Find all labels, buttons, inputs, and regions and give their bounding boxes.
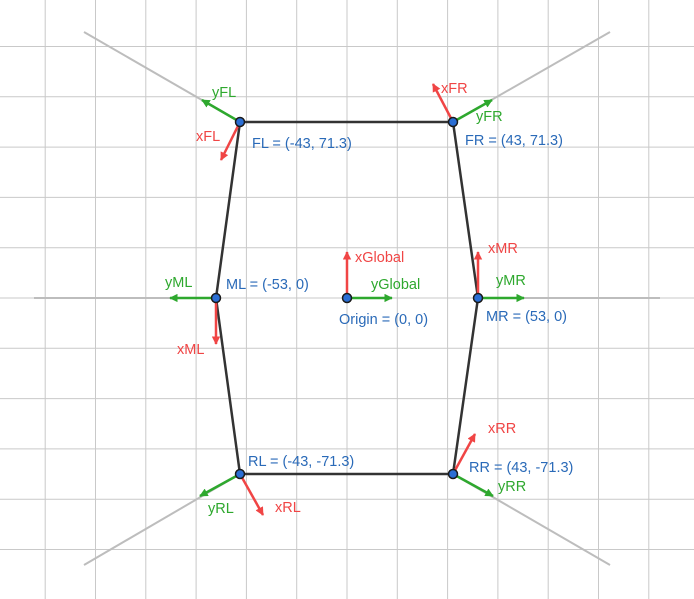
ml-label: ML = (-53, 0)	[226, 277, 309, 293]
module-mr: xMR yMR MR = (53, 0)	[472, 241, 567, 325]
x-fr-label: xFR	[441, 81, 468, 97]
origin-point	[341, 292, 353, 304]
module-fl: yFL xFL FL = (-43, 71.3)	[196, 85, 352, 161]
x-rr-arrow	[451, 433, 477, 475]
fr-label: FR = (43, 71.3)	[465, 133, 563, 149]
y-fl-arrow	[201, 98, 241, 124]
module-fr: xFR yFR FR = (43, 71.3)	[431, 81, 563, 149]
fl-label: FL = (-43, 71.3)	[252, 136, 352, 152]
mr-point	[472, 292, 484, 304]
rl-label: RL = (-43, -71.3)	[248, 454, 354, 470]
module-ml: yML ML = (-53, 0) xML	[165, 275, 309, 358]
y-rr-label: yRR	[498, 479, 526, 495]
x-global-label: xGlobal	[355, 250, 404, 266]
rl-point	[234, 468, 246, 480]
x-fr-arrow	[431, 83, 455, 123]
x-ml-label: xML	[177, 342, 204, 358]
module-rl: RL = (-43, -71.3) yRL xRL	[199, 454, 354, 517]
y-fl-label: yFL	[212, 85, 236, 101]
rr-point	[447, 468, 459, 480]
y-fr-label: yFR	[476, 109, 503, 125]
y-rr-arrow	[452, 472, 494, 498]
x-fl-arrow	[219, 121, 242, 161]
x-rl-label: xRL	[275, 500, 301, 516]
fr-point	[447, 116, 459, 128]
x-rr-label: xRR	[488, 421, 516, 437]
origin-label: Origin = (0, 0)	[339, 312, 428, 328]
y-fr-arrow	[452, 98, 493, 124]
y-ml-label: yML	[165, 275, 192, 291]
origin-group: xGlobal yGlobal Origin = (0, 0)	[339, 250, 428, 328]
y-rl-arrow	[199, 472, 241, 498]
mr-label: MR = (53, 0)	[486, 309, 567, 325]
module-rr: xRR RR = (43, -71.3) yRR	[447, 421, 573, 498]
y-rl-label: yRL	[208, 501, 234, 517]
x-fl-label: xFL	[196, 129, 220, 145]
y-mr-label: yMR	[496, 273, 526, 289]
ml-point	[210, 292, 222, 304]
y-global-label: yGlobal	[371, 277, 420, 293]
fl-point	[234, 116, 246, 128]
x-mr-label: xMR	[488, 241, 518, 257]
x-rl-arrow	[238, 473, 265, 516]
rr-label: RR = (43, -71.3)	[469, 460, 573, 476]
